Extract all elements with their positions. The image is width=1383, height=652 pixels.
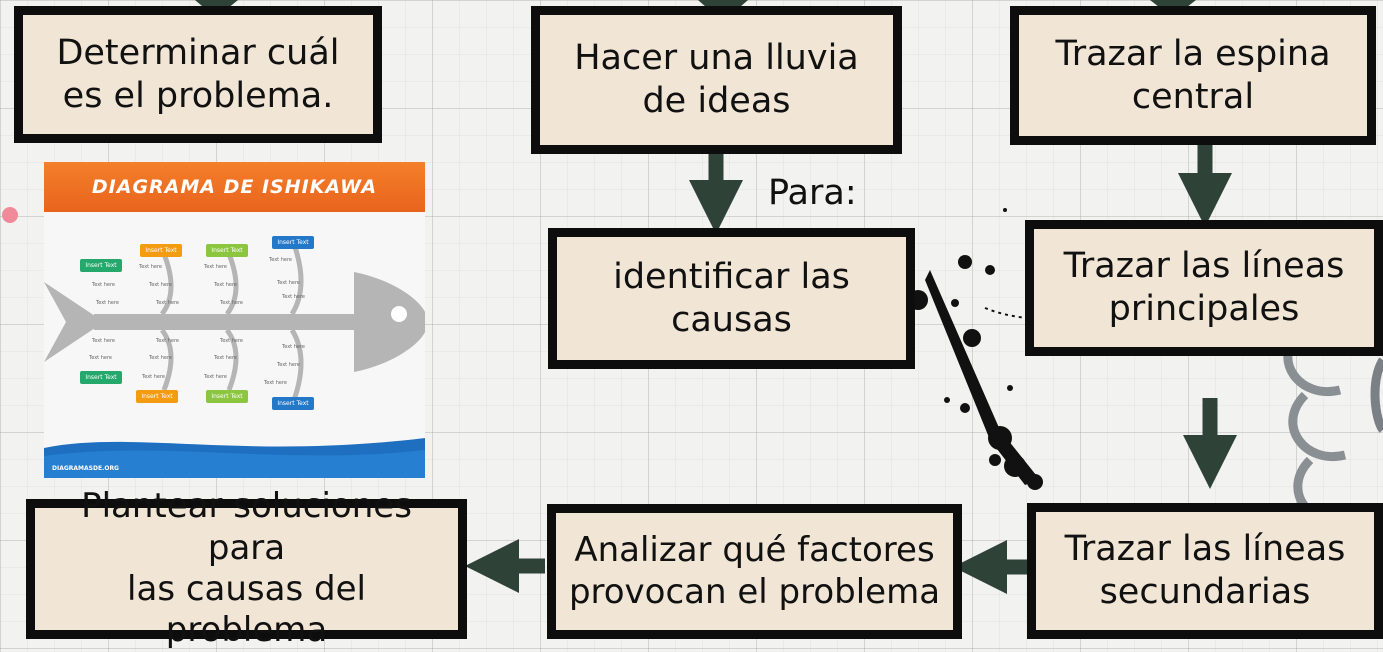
step-identificar-text: identificar las causas bbox=[613, 256, 850, 340]
step-determinar-problema: Determinar cuál es el problema. bbox=[14, 6, 382, 143]
thumb-text-here: Text here bbox=[204, 374, 227, 380]
thumb-text-here: Text here bbox=[96, 300, 119, 306]
thumb-text-here: Text here bbox=[92, 282, 115, 288]
fish-tail bbox=[44, 282, 104, 362]
thumb-text-here: Text here bbox=[149, 282, 172, 288]
step-analizar-factores: Analizar qué factores provocan el proble… bbox=[547, 504, 962, 639]
thumb-text-here: Text here bbox=[149, 355, 172, 361]
fish-eye bbox=[391, 306, 407, 322]
thumb-tag: Insert Text bbox=[206, 390, 248, 403]
thumb-tag: Insert Text bbox=[206, 244, 248, 257]
step-lluvia-text: Hacer una lluvia de ideas bbox=[574, 38, 859, 121]
step-espina-central: Trazar la espina central bbox=[1010, 6, 1376, 145]
step-plantear-soluciones: Plantear soluciones para las causas del … bbox=[26, 486, 467, 650]
thumb-text-here: Text here bbox=[139, 264, 162, 270]
thumb-text-here: Text here bbox=[89, 355, 112, 361]
thumb-text-here: Text here bbox=[156, 338, 179, 344]
thumb-text-here: Text here bbox=[282, 294, 305, 300]
thumb-text-here: Text here bbox=[269, 257, 292, 263]
step-determinar-text: Determinar cuál es el problema. bbox=[56, 32, 340, 116]
thumb-tag: Insert Text bbox=[272, 236, 314, 249]
step-lineas-principales: Trazar las líneas principales bbox=[1025, 220, 1383, 356]
thumb-text-here: Text here bbox=[156, 300, 179, 306]
thumb-tag: Insert Text bbox=[272, 397, 314, 410]
thumb-text-here: Text here bbox=[277, 362, 300, 368]
step-plantear-text: Plantear soluciones para las causas del … bbox=[81, 486, 412, 651]
step-lineas-secundarias: Trazar las líneas secundarias bbox=[1027, 503, 1383, 639]
ink-splatter-decoration bbox=[908, 208, 1043, 490]
thumb-tag: Insert Text bbox=[80, 259, 122, 272]
step-analizar-text: Analizar qué factores provocan el proble… bbox=[568, 530, 941, 612]
thumbnail-footer-logo: DIAGRAMASDE.ORG bbox=[52, 465, 119, 472]
step-espina-text: Trazar la espina central bbox=[1055, 33, 1331, 117]
thumb-tag: Insert Text bbox=[136, 390, 178, 403]
ishikawa-diagram-thumbnail: DIAGRAMA DE ISHIKAWA Insert Text Insert … bbox=[44, 162, 425, 478]
step-principales-text: Trazar las líneas principales bbox=[1063, 246, 1345, 329]
para-label: Para: bbox=[768, 173, 857, 213]
fishbone-illustration bbox=[44, 243, 425, 401]
thumb-text-here: Text here bbox=[214, 355, 237, 361]
fish-head bbox=[354, 272, 425, 372]
thumb-text-here: Text here bbox=[214, 282, 237, 288]
thumb-tag: Insert Text bbox=[80, 371, 122, 384]
step-secundarias-text: Trazar las líneas secundarias bbox=[1064, 529, 1346, 612]
thumb-text-here: Text here bbox=[220, 338, 243, 344]
thumb-text-here: Text here bbox=[264, 380, 287, 386]
thumb-text-here: Text here bbox=[277, 280, 300, 286]
thumb-text-here: Text here bbox=[204, 264, 227, 270]
step-identificar-causas: identificar las causas bbox=[548, 228, 915, 369]
thumb-text-here: Text here bbox=[282, 344, 305, 350]
step-lluvia-ideas: Hacer una lluvia de ideas bbox=[531, 6, 902, 154]
fish-spine bbox=[94, 314, 364, 330]
thumb-text-here: Text here bbox=[220, 300, 243, 306]
thumb-text-here: Text here bbox=[92, 338, 115, 344]
thumbnail-title: DIAGRAMA DE ISHIKAWA bbox=[44, 162, 425, 212]
thumbnail-wave-footer bbox=[44, 438, 425, 478]
thumb-text-here: Text here bbox=[142, 374, 165, 380]
thumb-tag: Insert Text bbox=[140, 244, 182, 257]
